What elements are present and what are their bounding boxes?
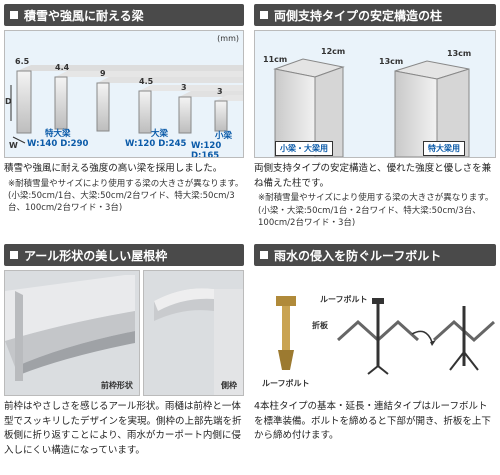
roof-bolt-caption: ルーフボルト <box>262 379 310 388</box>
pillar-badge-right: 特大梁用 <box>423 141 465 156</box>
tightened-bolt-diagram <box>432 306 496 371</box>
beam-2 <box>54 71 243 130</box>
dim-label: 13cm <box>379 57 404 66</box>
panel-pillars-header: 両側支持タイプの安定構造の柱 <box>254 4 496 26</box>
square-bullet-icon <box>10 11 18 19</box>
beam-6 <box>214 95 243 132</box>
panel-pillars-note: ※耐積雪量やサイズにより使用する梁の大きさが異なります。(小梁・大梁:50cm/… <box>258 193 494 229</box>
beam-illustration <box>10 65 243 144</box>
panel-pillars-text: 両側支持タイプの安定構造と、優れた強度と優しさを兼ね備えた柱です。 <box>254 163 492 189</box>
panel-roof-bolt-title: 雨水の侵入を防ぐルーフボルト <box>274 248 442 263</box>
dim-label: 3 <box>181 83 187 92</box>
pillar-left <box>273 58 345 157</box>
roof-bolt-callout: ルーフボルト <box>320 295 368 304</box>
dim-label: 3 <box>217 87 223 96</box>
arrow-icon <box>411 330 436 346</box>
group-spec: W:140 D:290 <box>27 139 89 149</box>
dim-label: 13cm <box>447 49 472 58</box>
side-frame-photo: 側枠 <box>142 270 244 396</box>
dim-label: 6.5 <box>15 57 30 66</box>
axis-d-label: D <box>5 97 12 106</box>
panel-beams-text: 積雪や強風に耐える強度の高い梁を採用しました。 <box>4 163 223 174</box>
roof-bolt-figure: ルーフボルト 折板 ルーフボルト <box>254 270 496 396</box>
roof-plate-diagram <box>336 298 420 375</box>
bolt-part-icon <box>276 296 296 370</box>
group-name: 特大梁 <box>45 129 71 139</box>
panel-roof-bolt-text: 4本柱タイプの基本・延長・連結タイプはルーフボルトを標準装備。ボルトを締めると下… <box>254 401 491 442</box>
pillar-badge-left: 小梁・大梁用 <box>275 141 333 156</box>
pillar-illustration <box>273 58 470 157</box>
group-name: 大梁 <box>151 129 169 139</box>
unit-label: (mm) <box>217 34 239 43</box>
panel-roof-frame-header: アール形状の美しい屋根枠 <box>4 244 244 266</box>
panel-roof-frame-title: アール形状の美しい屋根枠 <box>24 248 168 263</box>
dim-label: 9 <box>100 69 106 78</box>
dim-label: 11cm <box>263 55 288 64</box>
panel-beams-note: ※耐積雪量やサイズにより使用する梁の大きさが異なります。(小梁:50cm/1台、… <box>8 178 244 214</box>
dim-label: 4.5 <box>139 77 154 86</box>
panel-beams-title: 積雪や強風に耐える梁 <box>24 8 144 23</box>
panel-pillars-title: 両側支持タイプの安定構造の柱 <box>274 8 443 23</box>
panel-beams: 積雪や強風に耐える梁 (mm) 6.5 4.4 9 4.5 3 3 D W 特大… <box>4 4 244 215</box>
dim-label: 4.4 <box>55 63 70 72</box>
panel-beams-header: 積雪や強風に耐える梁 <box>4 4 244 26</box>
roof-plate-callout: 折板 <box>312 321 328 330</box>
beam-1 <box>16 65 243 134</box>
beams-figure: (mm) 6.5 4.4 9 4.5 3 3 D W 特大梁 W:140 D:2… <box>4 30 244 158</box>
side-frame-label: 側枠 <box>221 381 237 390</box>
panel-roof-frame-text: 前枠はやさしさを感じるアール形状。雨樋は前枠と一体型でスッキリしたデザインを実現… <box>4 401 242 457</box>
square-bullet-icon <box>10 251 18 259</box>
roof-bolt-illustration <box>276 296 496 375</box>
panel-roof-bolt-header: 雨水の侵入を防ぐルーフボルト <box>254 244 496 266</box>
pillars-figure: 11cm 12cm 13cm 13cm 小梁・大梁用 特大梁用 <box>254 30 496 158</box>
pillar-right <box>394 60 470 157</box>
beam-3 <box>96 77 243 132</box>
front-frame-photo: 前枠形状 <box>4 270 140 396</box>
group-spec: W:120 D:165 <box>191 141 222 158</box>
roof-frame-figures: 前枠形状 側枠 <box>4 270 244 396</box>
panel-roof-frame: アール形状の美しい屋根枠 前枠形状 側枠 前枠はやさしさを感じるアール形状。雨樋… <box>4 244 244 459</box>
beam-4 <box>138 85 243 134</box>
panel-pillars: 両側支持タイプの安定構造の柱 11cm 12cm 13cm 13cm 小梁・大梁… <box>254 4 496 229</box>
side-frame-illustration <box>153 288 243 395</box>
front-frame-illustration <box>5 275 135 381</box>
group-spec: W:120 D:245 <box>125 139 187 149</box>
front-frame-label: 前枠形状 <box>100 381 133 390</box>
dim-label: 12cm <box>321 47 346 56</box>
panel-roof-bolt: 雨水の侵入を防ぐルーフボルト <box>254 244 496 444</box>
axis-w-label: W <box>9 141 18 150</box>
square-bullet-icon <box>260 251 268 259</box>
square-bullet-icon <box>260 11 268 19</box>
group-name: 小梁 <box>215 131 233 141</box>
